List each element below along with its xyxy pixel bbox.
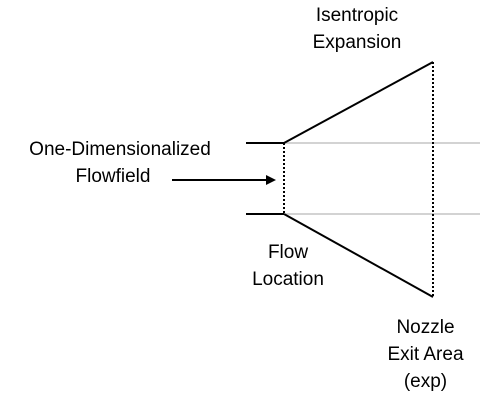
one-dimensionalized-flowfield-label: One-Dimensionalized Flowfield	[29, 139, 211, 187]
isentropic-expansion-label: Isentropic Expansion	[312, 5, 402, 53]
lower-nozzle-wall	[283, 213, 434, 298]
upper-nozzle-wall	[283, 61, 434, 144]
flow-location-label: Flow Location	[252, 242, 324, 290]
nozzle-exit-area-label: Nozzle Exit Area (exp)	[387, 317, 464, 392]
